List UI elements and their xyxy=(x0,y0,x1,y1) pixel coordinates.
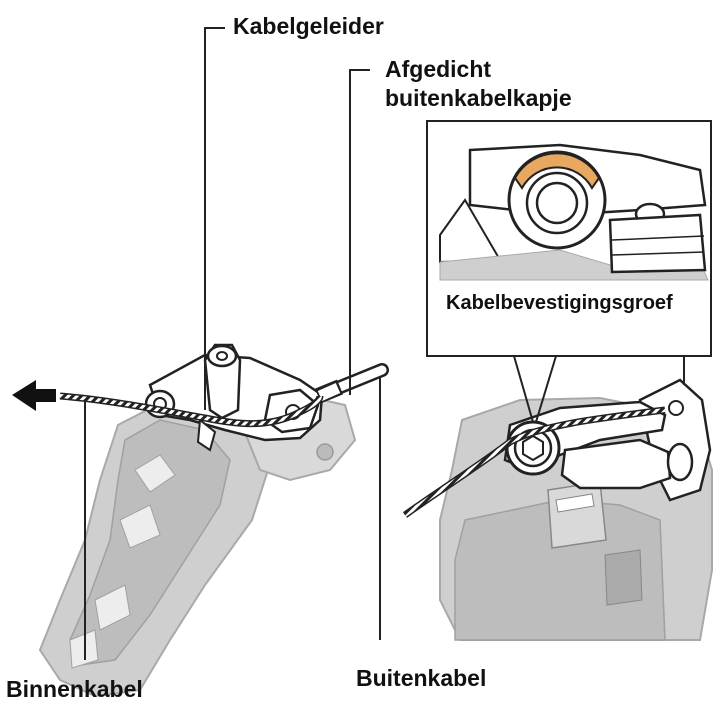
label-fixing-groove: Kabelbevestigingsgroef xyxy=(446,291,673,315)
right-tab xyxy=(548,482,606,548)
inset-roller xyxy=(610,215,705,272)
sealed-cable-cap-inner xyxy=(320,388,338,396)
arrow-left-icon xyxy=(12,380,56,411)
right-roller xyxy=(668,444,692,480)
front-derailleur-left xyxy=(12,345,382,696)
front-derailleur-right xyxy=(405,380,712,640)
cable-guide-post-hole xyxy=(217,352,227,360)
label-cable-guide: Kabelgeleider xyxy=(233,12,384,40)
inset-groove-wheel-inner xyxy=(537,183,577,223)
right-lower-slot xyxy=(605,550,642,605)
label-sealed-cap-line2: buitenkabelkapje xyxy=(385,84,572,112)
pivot-bolt xyxy=(317,444,333,460)
leader-sealed-cap xyxy=(350,70,370,395)
label-inner-cable: Binnenkabel xyxy=(6,675,143,703)
label-sealed-cap-line1: Afgedicht xyxy=(385,55,491,83)
fixing-bolt-hex xyxy=(523,436,543,460)
detail-inset xyxy=(427,121,711,356)
right-guide-body-lower xyxy=(562,440,670,488)
right-arm-bolt xyxy=(669,401,683,415)
label-outer-cable: Buitenkabel xyxy=(356,664,486,692)
